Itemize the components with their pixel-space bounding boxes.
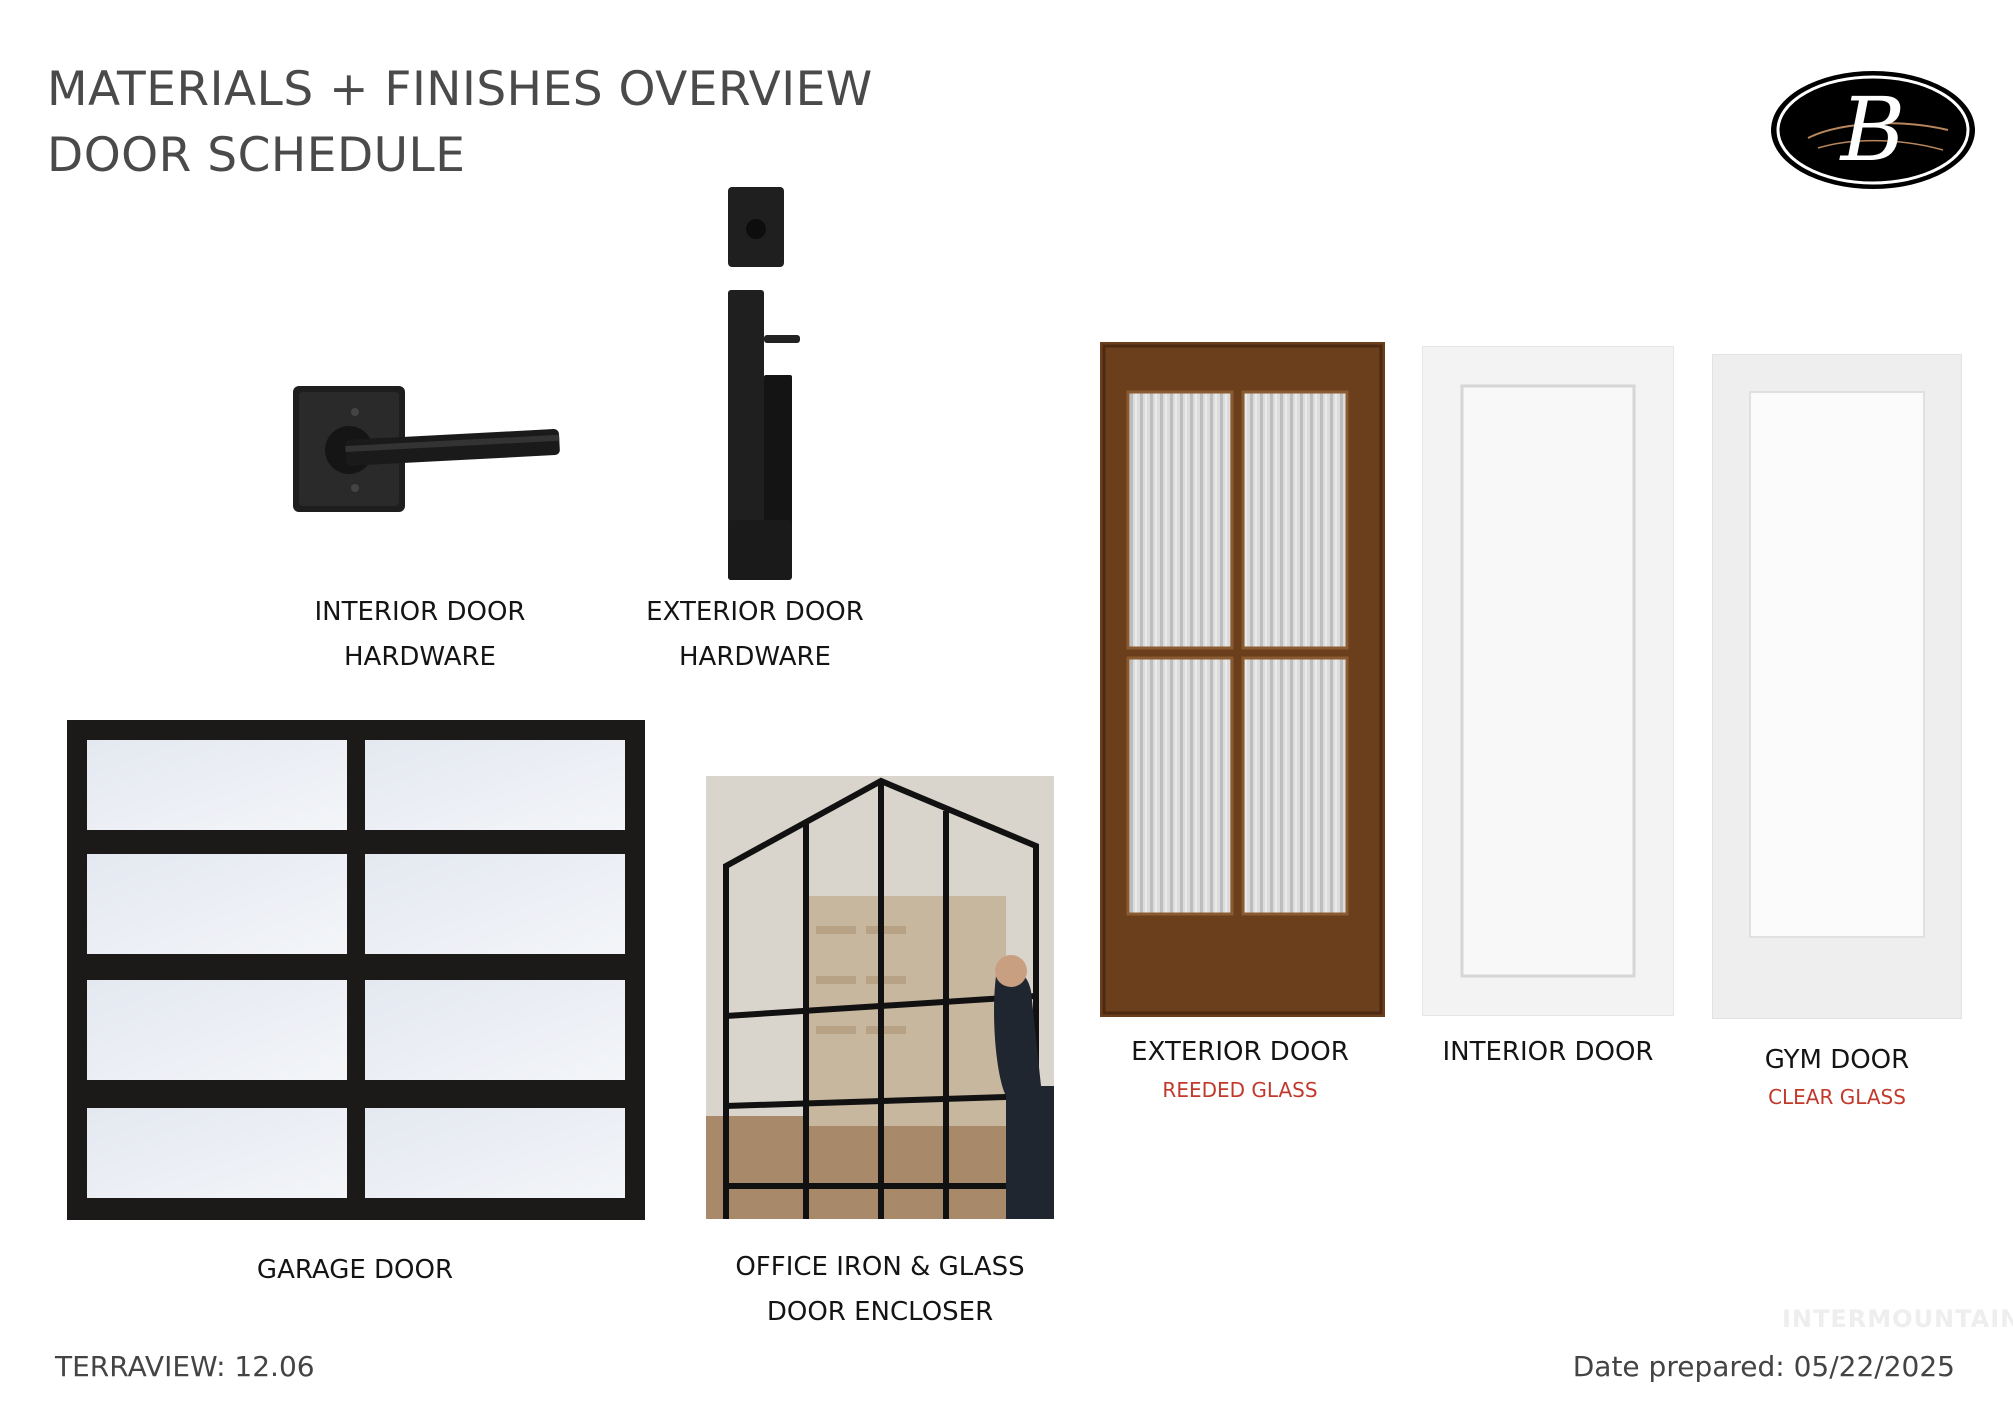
interior-hardware-line1: INTERIOR DOOR bbox=[314, 597, 526, 627]
office-door-image bbox=[706, 776, 1054, 1219]
exterior-door-image bbox=[1100, 342, 1385, 1017]
interior-hardware-image bbox=[285, 380, 565, 520]
watermark: INTERMOUNTAIN bbox=[1782, 1305, 2013, 1333]
exterior-door-caption: EXTERIOR DOOR bbox=[1131, 1037, 1349, 1067]
page-title: MATERIALS + FINISHES OVERVIEW bbox=[47, 62, 873, 117]
exterior-hardware-line1: EXTERIOR DOOR bbox=[646, 597, 864, 627]
garage-door-caption: GARAGE DOOR bbox=[256, 1255, 454, 1285]
brand-logo: B bbox=[1768, 68, 1978, 192]
exterior-hardware-image bbox=[720, 185, 800, 590]
logo-letter: B bbox=[1839, 78, 1906, 181]
garage-door-image bbox=[67, 720, 645, 1220]
office-door-line1: OFFICE IRON & GLASS bbox=[735, 1252, 1025, 1282]
interior-door-image bbox=[1422, 346, 1674, 1016]
date-prepared: Date prepared: 05/22/2025 bbox=[1572, 1350, 1955, 1383]
exterior-hardware-caption: EXTERIOR DOOR HARDWARE bbox=[620, 590, 890, 680]
gym-door-sub: CLEAR GLASS bbox=[1768, 1085, 1906, 1109]
page-subtitle: DOOR SCHEDULE bbox=[47, 128, 466, 183]
interior-hardware-line2: HARDWARE bbox=[344, 642, 496, 672]
gym-door-image bbox=[1712, 354, 1962, 1019]
exterior-door-sub: REEDED GLASS bbox=[1162, 1078, 1318, 1102]
interior-door-caption: INTERIOR DOOR bbox=[1442, 1037, 1654, 1067]
office-door-caption: OFFICE IRON & GLASS DOOR ENCLOSER bbox=[690, 1245, 1070, 1335]
gym-door-caption: GYM DOOR bbox=[1764, 1045, 1910, 1075]
exterior-hardware-line2: HARDWARE bbox=[679, 642, 831, 672]
office-door-line2: DOOR ENCLOSER bbox=[766, 1297, 994, 1327]
interior-hardware-caption: INTERIOR DOOR HARDWARE bbox=[280, 590, 560, 680]
terraview-label: TERRAVIEW: 12.06 bbox=[55, 1350, 315, 1383]
